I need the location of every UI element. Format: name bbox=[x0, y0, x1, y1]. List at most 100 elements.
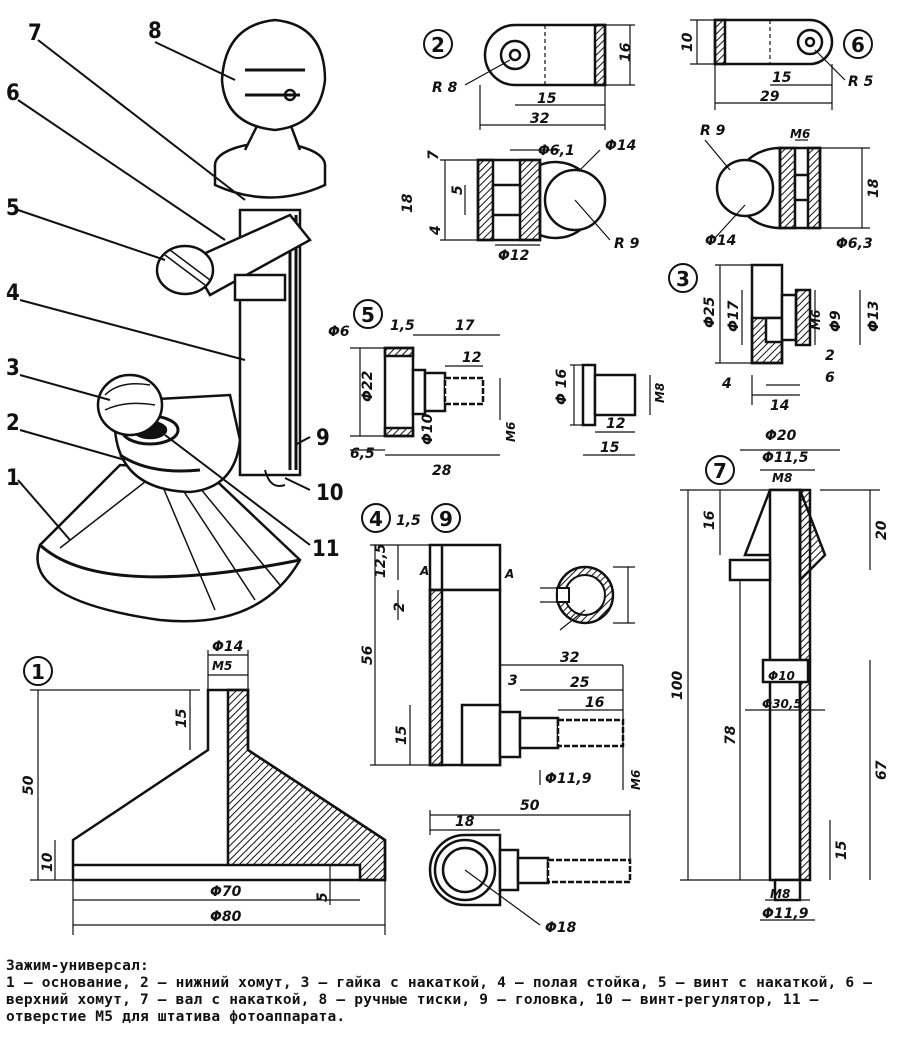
dim-p2-h18: 18 bbox=[400, 193, 416, 213]
dim-p1-h15: 15 bbox=[174, 708, 190, 728]
dim-p3-d13: Φ13 bbox=[866, 301, 882, 332]
figure-caption: Зажим-универсал: 1 — основание, 2 — нижн… bbox=[6, 958, 901, 1026]
dim-p9b-d18: Φ18 bbox=[545, 920, 577, 936]
leader-1: 1 bbox=[6, 466, 20, 491]
leader-3: 3 bbox=[6, 356, 20, 381]
dim-p5-d22: Φ22 bbox=[360, 371, 376, 402]
dim-p3-d25: Φ25 bbox=[702, 296, 718, 328]
leader-8: 8 bbox=[148, 19, 162, 44]
dim-p5b-m8: M8 bbox=[653, 383, 667, 403]
dim-p1-d70: Φ70 bbox=[210, 884, 242, 900]
dim-p4-w25: 25 bbox=[570, 675, 590, 691]
dim-p5-w15: 1,5 bbox=[390, 318, 415, 334]
dim-p9b-w50-text: 50 bbox=[520, 798, 540, 814]
part-4-label: 4 bbox=[369, 507, 383, 531]
dim-p6-r5: R 5 bbox=[848, 74, 874, 90]
dim-p5-d10: Φ10 bbox=[420, 413, 436, 445]
dim-p6-d14: Φ14 bbox=[705, 233, 736, 249]
dim-p2-h16: 16 bbox=[618, 42, 634, 62]
dim-p4-w3: 3 bbox=[508, 673, 518, 689]
dim-p7-m8: M8 bbox=[772, 471, 792, 485]
dim-p7-h15: 15 bbox=[834, 840, 850, 860]
dim-p1-h10: 10 bbox=[40, 852, 56, 872]
dim-p5-m6: M6 bbox=[504, 422, 518, 442]
dim-p3-d9: Φ9 bbox=[828, 310, 844, 332]
leader-5: 5 bbox=[6, 196, 20, 221]
part-9-label: 9 bbox=[439, 507, 453, 531]
dim-p2-w15: 15 bbox=[537, 91, 557, 107]
section-mark-a-right: A bbox=[504, 567, 514, 581]
dim-p3-w14: 14 bbox=[770, 398, 789, 414]
leader-2: 2 bbox=[6, 411, 20, 436]
part-5-drawing: 5 Φ6 1,5 17 12 Φ22 Φ10 M6 6,5 28 Φ 16 M8… bbox=[328, 299, 667, 479]
dim-p4-h56: 56 bbox=[360, 645, 376, 665]
dim-p6-h10: 10 bbox=[680, 32, 696, 52]
dim-p7-d10: Φ10 bbox=[768, 669, 795, 683]
part-1-label: 1 bbox=[31, 660, 45, 684]
dim-p4-h15: 15 bbox=[394, 725, 410, 745]
part-3-label: 3 bbox=[676, 267, 690, 291]
dim-p9b-w18: 18 bbox=[455, 814, 475, 830]
part-6-label: 6 bbox=[851, 33, 865, 57]
leader-9: 9 bbox=[316, 426, 330, 451]
dim-p7-h20: 20 bbox=[874, 520, 890, 540]
dim-p7-h67: 67 bbox=[874, 760, 890, 780]
dim-p5b-d16: Φ 16 bbox=[554, 368, 570, 405]
leader-lines bbox=[17, 39, 311, 546]
section-a-a-drawing bbox=[540, 565, 635, 631]
dim-p6-w29: 29 bbox=[760, 89, 780, 105]
dim-p3-w6: 6 bbox=[825, 370, 835, 386]
dim-p5-w65: 6,5 bbox=[350, 446, 375, 462]
dim-p2-h4: 4 bbox=[428, 225, 444, 236]
part-2-drawing: 2 R 8 15 32 16 Φ6,1 Φ14 7 18 5 4 Φ12 R 9 bbox=[400, 23, 640, 264]
dim-p5b-w15: 15 bbox=[600, 440, 620, 456]
dim-p4-w16: 16 bbox=[585, 695, 605, 711]
dim-p2-d61: Φ6,1 bbox=[538, 143, 575, 159]
dim-p6-d63: Φ6,3 bbox=[836, 236, 873, 252]
dim-p5-d6: Φ6 bbox=[328, 324, 350, 340]
leader-6: 6 bbox=[6, 81, 20, 106]
dim-p6-h18: 18 bbox=[866, 178, 882, 198]
dim-p7-h16: 16 bbox=[702, 510, 718, 530]
caption-body: 1 — основание, 2 — нижний хомут, 3 — гай… bbox=[6, 975, 882, 1025]
dim-p1-d14: Φ14 bbox=[212, 639, 243, 655]
part-1-drawing: 1 Φ14 M5 15 50 10 5 Φ70 Φ80 bbox=[21, 639, 387, 935]
dim-p5-w12: 12 bbox=[462, 350, 481, 366]
dim-p2-r9: R 9 bbox=[614, 236, 640, 252]
dim-p3-w4: 4 bbox=[721, 376, 732, 392]
dim-p2-h5: 5 bbox=[450, 185, 466, 195]
part-2-label: 2 bbox=[431, 33, 445, 57]
leader-7: 7 bbox=[28, 21, 42, 46]
dim-p4-h125: 12,5 bbox=[373, 543, 389, 578]
dim-p4-h2: 2 bbox=[392, 602, 408, 612]
dim-p4-m6: M6 bbox=[629, 770, 643, 790]
dim-p7-d119: Φ11,9 bbox=[762, 906, 809, 922]
part-3-drawing: 3 Φ25 Φ17 M6 Φ9 Φ13 2 4 6 14 bbox=[668, 263, 882, 414]
dim-p1-m5: M5 bbox=[212, 659, 232, 673]
part-7-drawing: 7 Φ20 Φ11,5 M8 16 20 100 78 67 15 Φ10 Φ3… bbox=[670, 428, 890, 922]
dim-p4-d119: Φ11,9 bbox=[545, 771, 592, 787]
part-4-9-drawing: 4 9 1,5 12,5 2 56 15 3 32 25 16 Φ11,9 M6… bbox=[360, 503, 643, 790]
dim-p1-h50: 50 bbox=[21, 775, 37, 795]
leader-4: 4 bbox=[6, 281, 20, 306]
leader-labels: 7 8 6 5 4 3 2 1 9 10 11 bbox=[6, 19, 344, 562]
dim-p1-h5: 5 bbox=[315, 892, 331, 902]
dim-p4-w15: 1,5 bbox=[396, 513, 421, 529]
dim-p7-d30: Φ30,5 bbox=[762, 697, 802, 711]
dim-p1-d80: Φ80 bbox=[210, 909, 242, 925]
part-9-top-view: 50 18 Φ18 bbox=[428, 798, 632, 936]
dim-p7-d20: Φ20 bbox=[765, 428, 797, 444]
dim-p6-w15: 15 bbox=[772, 70, 792, 86]
dim-p2-h7: 7 bbox=[426, 150, 442, 160]
part-6-drawing: 6 10 15 29 R 5 R 9 M6 18 Φ14 Φ6,3 bbox=[680, 18, 882, 252]
dim-p5-w28: 28 bbox=[432, 463, 452, 479]
assembly-view bbox=[36, 18, 327, 623]
leader-10: 10 bbox=[316, 481, 344, 506]
dim-p5-w17: 17 bbox=[455, 318, 475, 334]
dim-p2-r8: R 8 bbox=[432, 80, 458, 96]
dim-p3-d17: Φ17 bbox=[726, 300, 742, 332]
dim-p7-d115: Φ11,5 bbox=[762, 450, 809, 466]
dim-p3-h2: 2 bbox=[825, 348, 835, 364]
dim-p7-m8b: M8 bbox=[770, 887, 790, 901]
